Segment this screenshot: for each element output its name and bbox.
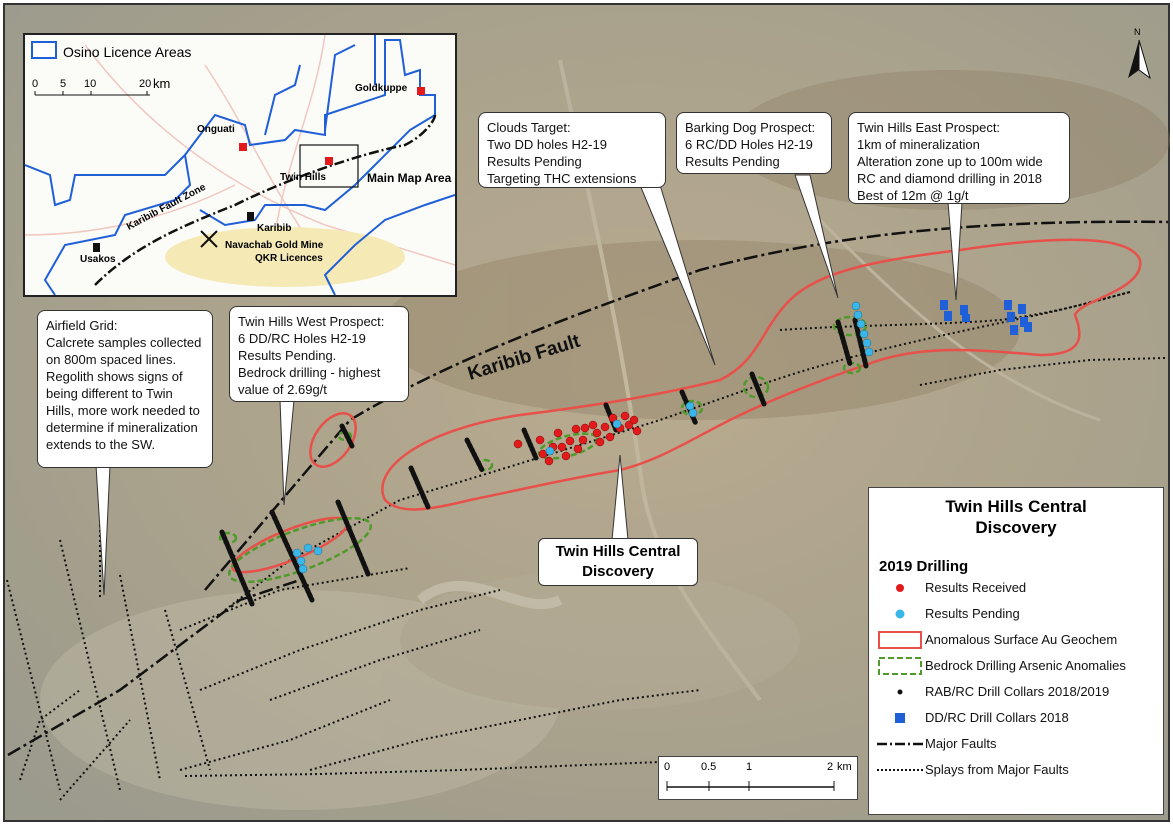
legend-item-rab-collars: RAB/RC Drill Collars 2018/2019 <box>869 680 1163 704</box>
map-legend: Twin Hills Central Discovery 2019 Drilli… <box>868 487 1164 815</box>
legend-label: Results Received <box>925 580 1027 595</box>
place-onguati: Onguati <box>197 124 235 135</box>
legend-item-dd-collars: DD/RC Drill Collars 2018 <box>869 706 1163 730</box>
place-main-map-area: Main Map Area <box>367 171 452 185</box>
callout-clouds-line-2: Results Pending <box>487 154 582 169</box>
callout-clouds-target: Clouds Target: Two DD holes H2-19 Result… <box>478 112 666 188</box>
inset-map: Osino Licence Areas 0 5 10 20 km Goldkup… <box>23 33 457 297</box>
callout-clouds-line-0: Clouds Target: <box>487 120 571 135</box>
dash-dot-line-icon <box>877 742 923 746</box>
callout-airfield-grid: Airfield Grid: Calcrete samples collecte… <box>37 310 213 468</box>
main-map-area-box <box>299 144 359 188</box>
qkr-licence-area <box>165 227 405 287</box>
legend-item-arsenic: Bedrock Drilling Arsenic Anomalies <box>869 654 1163 678</box>
inset-scale-tick-5: 5 <box>60 78 67 90</box>
legend-label: Results Pending <box>925 606 1020 621</box>
red-dot-icon <box>896 584 904 592</box>
callout-thw-line-3: Bedrock drilling - highest <box>238 365 381 380</box>
scale-unit: km <box>837 761 852 773</box>
place-karibib: Karibib <box>257 223 292 234</box>
legend-item-geochem: Anomalous Surface Au Geochem <box>869 628 1163 652</box>
blue-square-icon <box>895 713 905 723</box>
place-twin-hills: Twin Hills <box>280 172 326 183</box>
major-faults <box>7 220 1169 757</box>
dd-collars-2018 <box>940 300 1032 335</box>
callout-clouds-line-3: Targeting THC extensions <box>487 171 637 186</box>
inset-scale-tick-10: 10 <box>84 78 97 90</box>
callout-twin-hills-east: Twin Hills East Prospect: 1km of mineral… <box>848 112 1070 204</box>
results-pending-points <box>292 301 874 574</box>
legend-item-results-pending: Results Pending <box>869 602 1163 626</box>
legend-label: DD/RC Drill Collars 2018 <box>925 710 1069 725</box>
dotted-line-icon <box>877 769 923 771</box>
callout-the-line-3: RC and diamond drilling in 2018 <box>857 171 1043 186</box>
callout-the-line-1: 1km of mineralization <box>857 137 980 152</box>
legend-subtitle: 2019 Drilling <box>879 558 969 575</box>
mine-icon <box>200 230 218 248</box>
place-goldkuppe: Goldkuppe <box>355 83 408 94</box>
central-label-line-1: Discovery <box>582 563 654 580</box>
callout-twin-hills-west: Twin Hills West Prospect: 6 DD/RC Holes … <box>229 306 409 402</box>
scale-tick-2: 2 <box>827 761 834 773</box>
legend-label: Anomalous Surface Au Geochem <box>925 632 1118 647</box>
callout-thw-line-4: value of 2.69g/t <box>238 382 327 397</box>
callout-barking-line-2: Results Pending <box>685 154 780 169</box>
inset-scalebar <box>34 91 150 96</box>
callout-the-line-2: Alteration zone up to 100m wide <box>857 154 1043 169</box>
north-arrow-icon <box>1128 39 1151 80</box>
scale-tick-1: 1 <box>746 761 753 773</box>
callout-the-line-4: Best of 12m @ 1g/t <box>857 188 969 203</box>
callout-barking-line-1: 6 RC/DD Holes H2-19 <box>685 137 813 152</box>
legend-item-splays: Splays from Major Faults <box>869 758 1163 782</box>
callout-pointers <box>95 174 963 596</box>
north-label: N <box>1134 27 1141 37</box>
scale-bar: 0 0.5 1 2 km <box>658 756 858 800</box>
place-qkr: QKR Licences <box>255 253 323 264</box>
callout-clouds-line-1: Two DD holes H2-19 <box>487 137 607 152</box>
twin-hills-central-label: Twin Hills Central Discovery <box>538 538 698 586</box>
green-dashed-outline-icon <box>878 657 922 675</box>
inset-legend-label: Osino Licence Areas <box>63 44 192 60</box>
callout-barking-dog: Barking Dog Prospect: 6 RC/DD Holes H2-1… <box>676 112 832 174</box>
place-usakos: Usakos <box>80 254 116 265</box>
place-navachab: Navachab Gold Mine <box>225 240 324 251</box>
inset-fault-zone <box>94 114 437 286</box>
scale-bar-graphic <box>666 781 835 791</box>
callout-airfield-title: Airfield Grid: <box>46 318 118 333</box>
legend-title-line-1: Discovery <box>975 518 1057 537</box>
black-dot-icon <box>897 689 903 695</box>
callout-thw-line-1: 6 DD/RC Holes H2-19 <box>238 331 366 346</box>
legend-item-results-received: Results Received <box>869 576 1163 600</box>
red-outline-icon <box>878 631 922 649</box>
scale-tick-0-5: 0.5 <box>701 761 717 773</box>
legend-label: RAB/RC Drill Collars 2018/2019 <box>925 684 1110 699</box>
callout-thw-line-0: Twin Hills West Prospect: <box>238 314 385 329</box>
callout-airfield-body: Calcrete samples collected on 800m space… <box>46 335 202 452</box>
callout-barking-line-0: Barking Dog Prospect: <box>685 120 816 135</box>
callout-thw-line-2: Results Pending. <box>238 348 337 363</box>
inset-canvas <box>25 35 455 295</box>
central-label-line-0: Twin Hills Central <box>555 543 681 560</box>
cyan-dot-icon <box>895 609 905 619</box>
legend-label: Splays from Major Faults <box>925 762 1069 777</box>
legend-item-major-faults: Major Faults <box>869 732 1163 756</box>
osino-licence-outlines <box>25 35 455 295</box>
scale-tick-0: 0 <box>664 761 671 773</box>
drill-collar-lines <box>219 317 869 607</box>
legend-label: Major Faults <box>925 736 997 751</box>
inset-scale-unit: km <box>153 76 171 91</box>
legend-title-line-0: Twin Hills Central <box>945 497 1087 516</box>
inset-scale-tick-0: 0 <box>32 78 39 90</box>
legend-label: Bedrock Drilling Arsenic Anomalies <box>925 658 1126 673</box>
inset-scale-tick-20: 20 <box>139 78 152 90</box>
callout-the-line-0: Twin Hills East Prospect: <box>857 120 1001 135</box>
